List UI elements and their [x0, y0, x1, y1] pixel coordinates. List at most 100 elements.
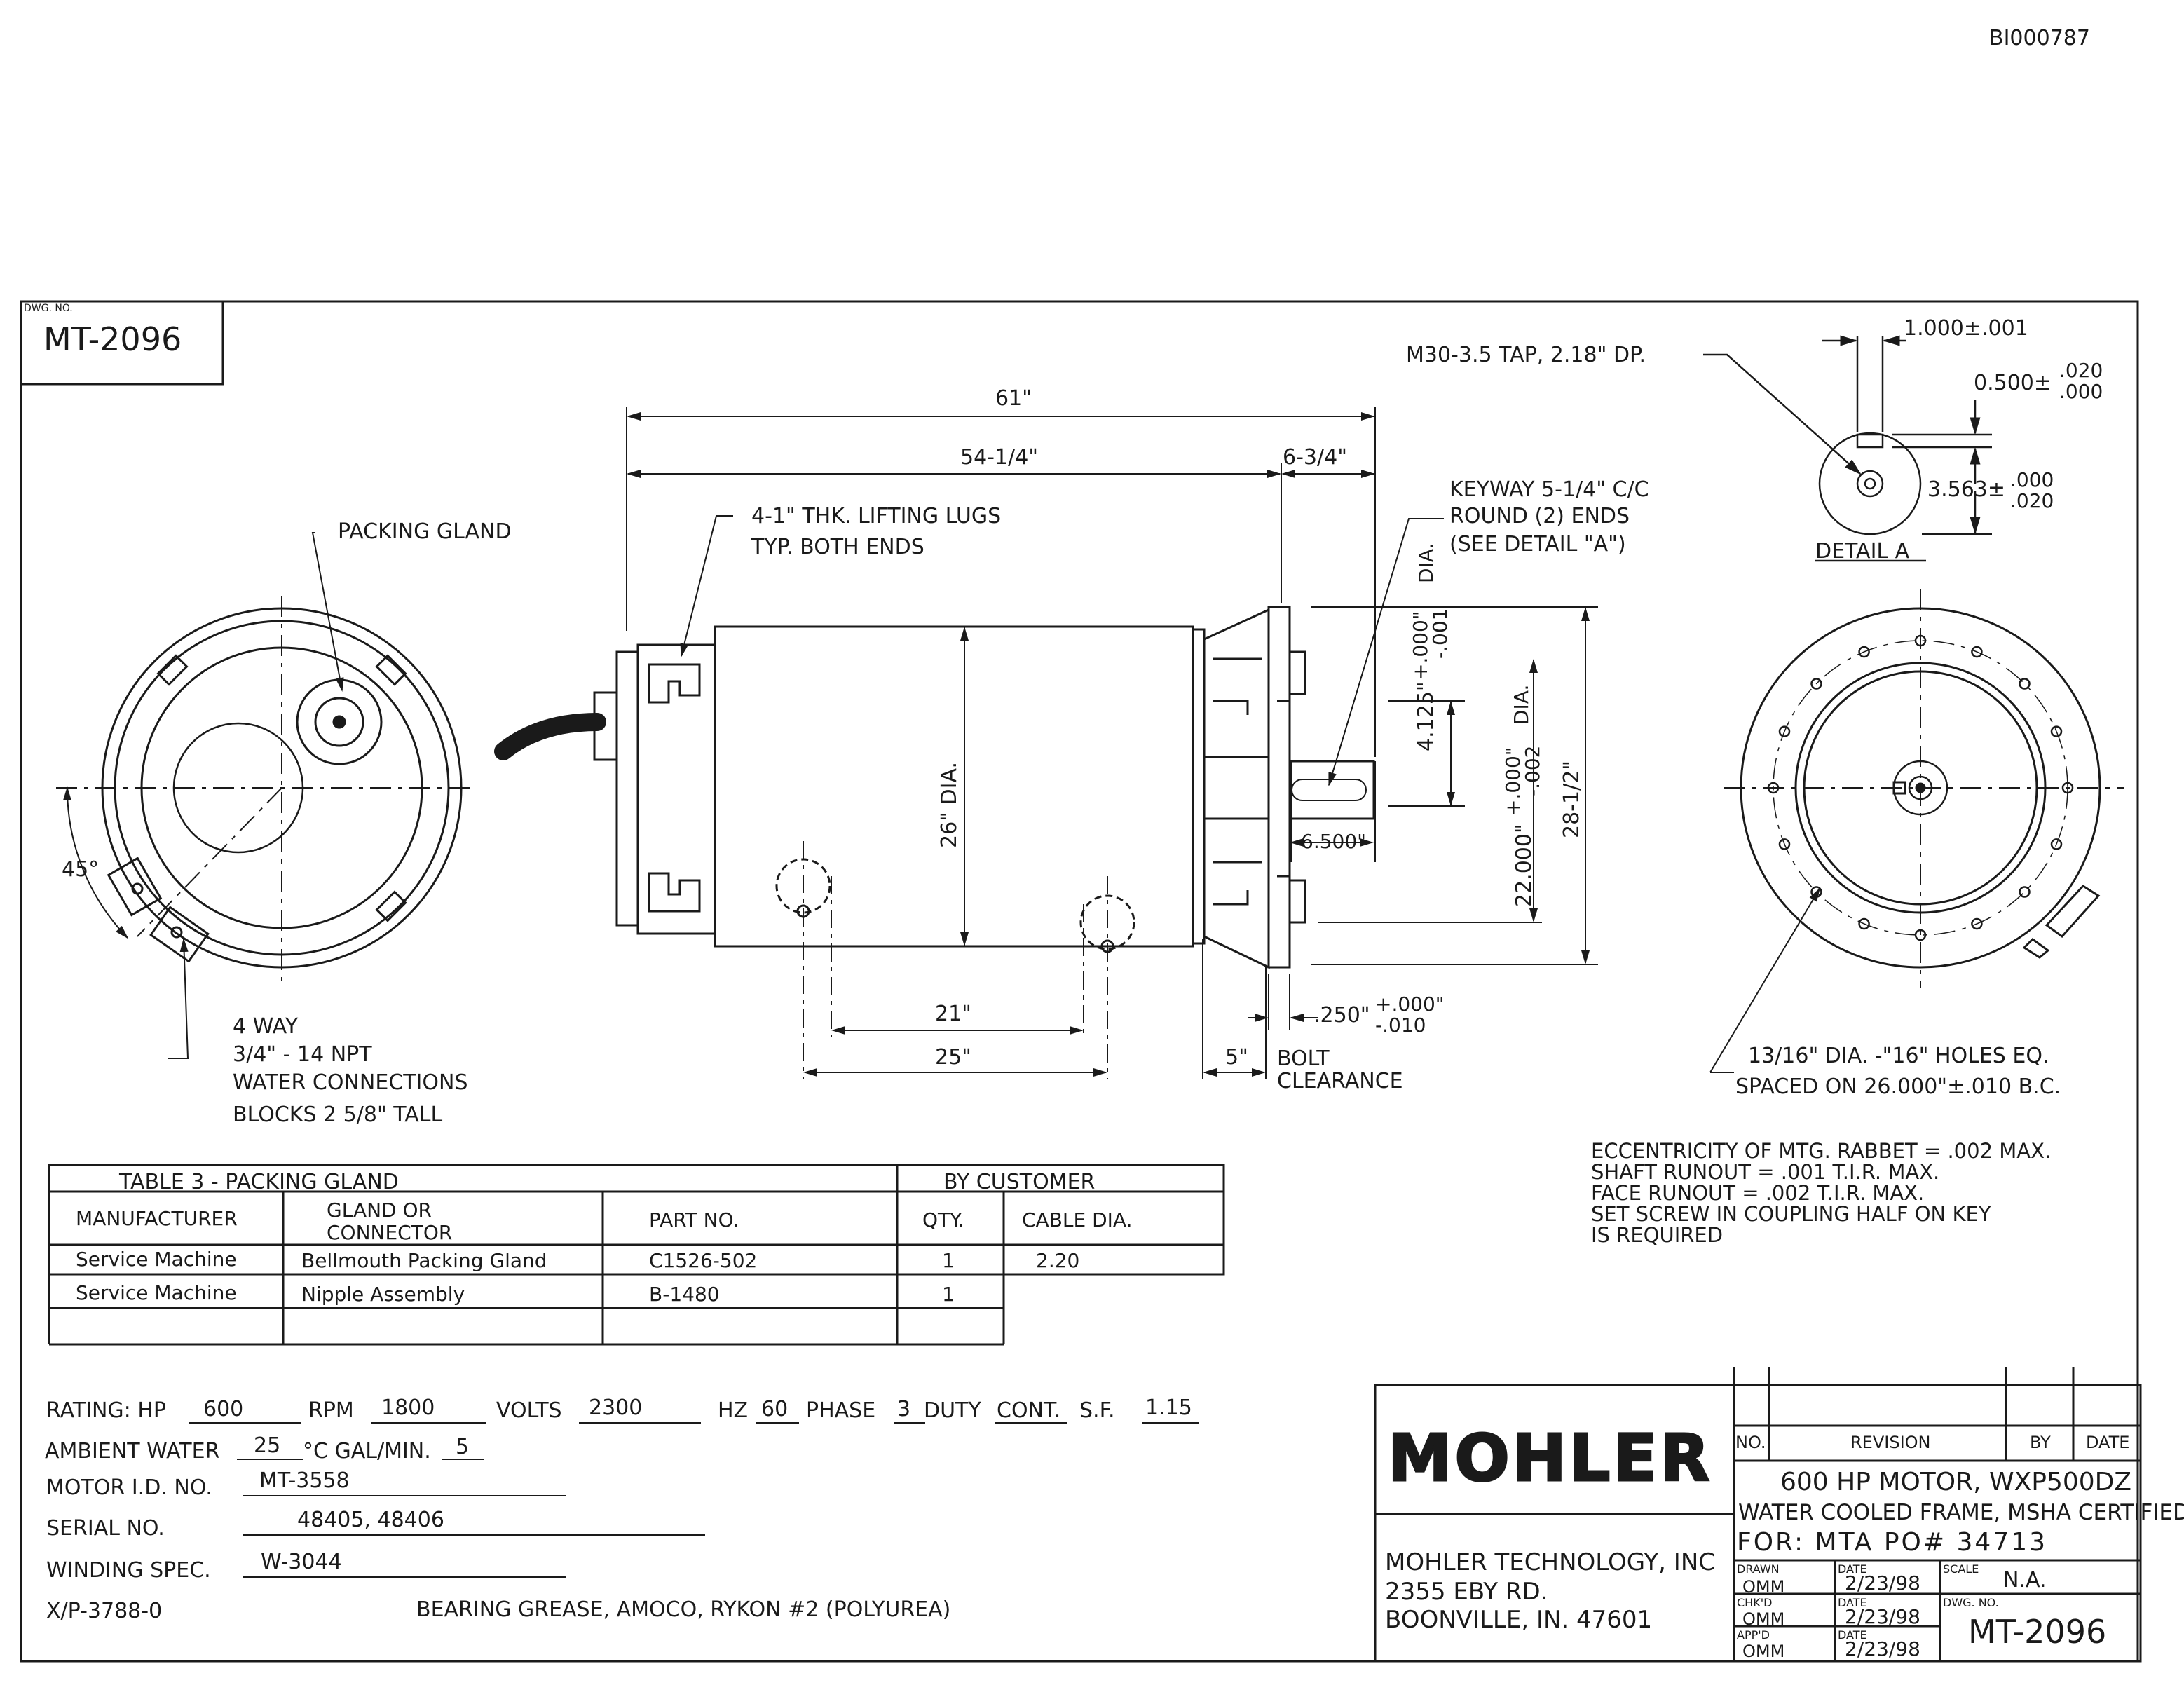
- scale-label: SCALE: [1943, 1562, 1979, 1576]
- bolt-hole: [1767, 782, 1780, 794]
- row1-manufacturer: Service Machine: [76, 1248, 237, 1271]
- tolerance-note-5: IS REQUIRED: [1591, 1223, 1723, 1247]
- dwg-no-value: MT-2096: [1968, 1613, 2106, 1651]
- detail-a-key-depth: 0.500±: [1974, 371, 2052, 395]
- tolerance-note-2: SHAFT RUNOUT = .001 T.I.R. MAX.: [1591, 1160, 1939, 1184]
- title-block: [1374, 1367, 2142, 1663]
- date-value-1: 2/23/98: [1845, 1571, 1920, 1595]
- holes-note-2: SPACED ON 26.000"±.010 B.C.: [1735, 1075, 2061, 1099]
- detail-a: [1703, 335, 1992, 562]
- rating-rpm: 1800: [381, 1396, 435, 1420]
- bolt-hole: [1971, 646, 1983, 658]
- detail-a-width: 1.000±.001: [1904, 316, 2028, 341]
- date-value-2: 2/23/98: [1845, 1605, 1920, 1628]
- serial-label: SERIAL NO.: [46, 1516, 165, 1541]
- drawn-value: OMM: [1742, 1577, 1784, 1597]
- row2-gland: Nipple Assembly: [301, 1283, 465, 1306]
- company-city: BOONVILLE, IN. 47601: [1385, 1606, 1652, 1634]
- revision-no-header: NO.: [1735, 1433, 1766, 1452]
- table-by-customer: BY CUSTOMER: [943, 1170, 1095, 1194]
- revision-header: REVISION: [1850, 1433, 1931, 1452]
- rating-phase-label: PHASE: [806, 1398, 875, 1423]
- bearing-grease-note: BEARING GREASE, AMOCO, RYKON #2 (POLYURE…: [416, 1597, 950, 1622]
- company-address: 2355 EBY RD.: [1385, 1578, 1548, 1606]
- row1-part: C1526-502: [649, 1249, 757, 1272]
- dim-body: 54-1/4": [960, 445, 1038, 470]
- ambient-unit: °C GAL/MIN.: [303, 1439, 431, 1464]
- lugs-note-2: TYP. BOTH ENDS: [751, 535, 924, 559]
- dwg-number-label: DWG. NO.: [24, 303, 73, 314]
- water-note-4: BLOCKS 2 5/8" TALL: [233, 1103, 443, 1127]
- gpm-value: 5: [456, 1435, 469, 1459]
- dim-shaft-dia-dn: -.001: [1428, 608, 1452, 659]
- rating-volts: 2300: [589, 1396, 642, 1420]
- row2-part: B-1480: [649, 1283, 720, 1306]
- bolt-hole: [1858, 917, 1870, 930]
- dim-overall: 61": [995, 386, 1032, 411]
- dim-shaft-dia: 4.125": [1414, 681, 1438, 751]
- keyway-note-3: (SEE DETAIL "A"): [1449, 532, 1626, 557]
- winding-label: WINDING SPEC.: [46, 1558, 211, 1583]
- packing-gland-label: PACKING GLAND: [338, 519, 512, 544]
- title-desc-2: WATER COOLED FRAME, MSHA CERTIFIED: [1738, 1500, 2184, 1525]
- date-label-3: DATE: [1838, 1628, 1867, 1642]
- angle-45-label: 45°: [62, 857, 99, 882]
- document-id: BI000787: [1989, 26, 2090, 50]
- detail-a-key-depth-up: .020: [2059, 359, 2103, 382]
- water-note-1: 4 WAY: [233, 1014, 299, 1039]
- dim-rabbet-dn: -.002: [1521, 746, 1544, 796]
- right-end-view: [1709, 589, 2124, 1073]
- ambient-value: 25: [254, 1433, 280, 1458]
- detail-a-key-depth-dn: .000: [2059, 380, 2103, 403]
- row2-qty: 1: [942, 1283, 955, 1306]
- rating-hp-label: RATING: HP: [46, 1398, 166, 1423]
- rating-phase: 3: [897, 1397, 910, 1421]
- row2-manufacturer: Service Machine: [76, 1281, 237, 1304]
- rating-hz-label: HZ: [718, 1398, 748, 1423]
- col-gland-2: CONNECTOR: [327, 1221, 452, 1244]
- rating-hz: 60: [761, 1397, 788, 1421]
- chkd-label: CHK'D: [1737, 1596, 1772, 1609]
- dim-shaft-length: 6.500": [1301, 830, 1366, 853]
- company-name: MOHLER TECHNOLOGY, INC: [1385, 1548, 1715, 1576]
- lugs-note-1: 4-1" THK. LIFTING LUGS: [751, 504, 1001, 528]
- bolt-hole: [2019, 678, 2031, 690]
- drawing-border: [20, 300, 2139, 1663]
- date-label-2: DATE: [1838, 1596, 1867, 1609]
- keyway-note-1: KEYWAY 5-1/4" C/C: [1449, 477, 1649, 502]
- rating-volts-label: VOLTS: [496, 1398, 562, 1423]
- bolt-hole-group: [1767, 634, 2074, 941]
- rating-sf-label: S.F.: [1079, 1398, 1115, 1423]
- dim-flange-tol-dn: -.010: [1375, 1014, 1426, 1037]
- chkd-value: OMM: [1742, 1609, 1784, 1629]
- scale-value: N.A.: [2003, 1568, 2047, 1592]
- water-note-3: WATER CONNECTIONS: [233, 1070, 468, 1095]
- dim-rabbet-dia: 22.000": [1512, 824, 1536, 907]
- bolt-hole: [2050, 725, 2063, 737]
- date-label-1: DATE: [1838, 1562, 1867, 1576]
- bolt-hole: [1778, 838, 1791, 850]
- holes-note-1: 13/16" DIA. -"16" HOLES EQ.: [1748, 1044, 2049, 1068]
- tap-note: M30-3.5 TAP, 2.18" DP.: [1406, 343, 1646, 367]
- dim-rabbet-tag: DIA.: [1510, 685, 1533, 725]
- appd-value: OMM: [1742, 1642, 1784, 1661]
- bolt-hole: [1914, 634, 1927, 647]
- mohler-logo: MOHLER: [1388, 1421, 1712, 1496]
- revision-date-header: DATE: [2086, 1433, 2129, 1452]
- dim-flange-od: 28-1/2": [1559, 760, 1584, 838]
- title-desc-1: 600 HP MOTOR, WXP500DZ: [1780, 1468, 2131, 1496]
- col-cable-dia: CABLE DIA.: [1022, 1208, 1133, 1232]
- bolt-hole: [1971, 917, 1983, 930]
- serial-value: 48405, 48406: [297, 1508, 444, 1532]
- winding-value: W-3044: [261, 1550, 342, 1574]
- bolt-clearance-1: BOLT: [1277, 1046, 1330, 1071]
- date-value-3: 2/23/98: [1845, 1637, 1920, 1660]
- row1-cable: 2.20: [1036, 1249, 1079, 1272]
- xp-number: X/P-3788-0: [46, 1599, 162, 1623]
- bolt-hole: [2061, 782, 2074, 794]
- dim-shaft-dia-up: +.000": [1409, 610, 1432, 680]
- row1-gland: Bellmouth Packing Gland: [301, 1249, 547, 1272]
- tolerance-note-1: ECCENTRICITY OF MTG. RABBET = .002 MAX.: [1591, 1139, 2051, 1163]
- tolerance-note-4: SET SCREW IN COUPLING HALF ON KEY: [1591, 1202, 1991, 1226]
- title-desc-3: FOR: MTA PO# 34713: [1737, 1528, 2047, 1557]
